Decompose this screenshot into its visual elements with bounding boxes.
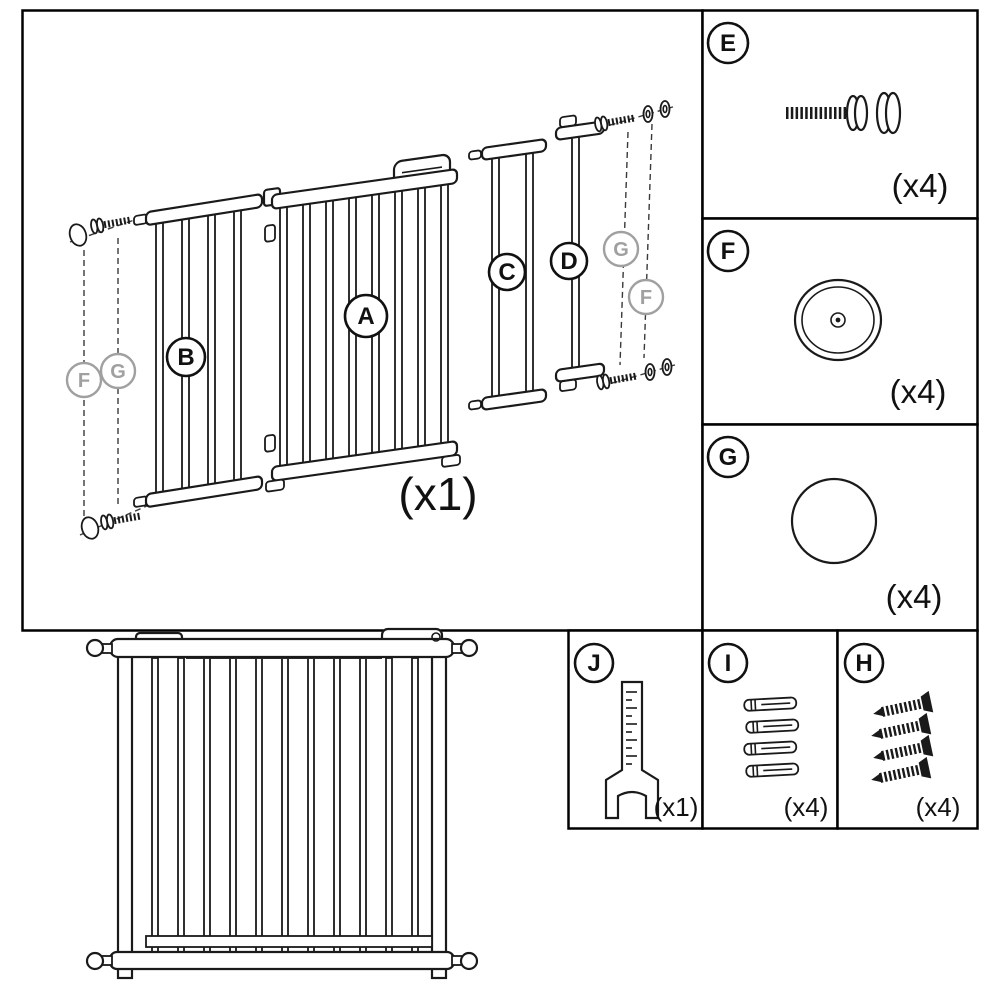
part-j-quantity: (x1) [654, 792, 699, 822]
latch-release-button [431, 632, 441, 642]
part-f-panel: F (x4) [706, 229, 947, 410]
svg-text:J: J [587, 650, 600, 677]
svg-text:E: E [720, 30, 736, 57]
washer-hole [664, 362, 670, 372]
assembly-guide-line [619, 131, 629, 366]
washer-icon [644, 363, 656, 381]
part-h-quantity: (x4) [916, 792, 961, 822]
ruler-marks [626, 691, 637, 765]
part-label-i: I [707, 642, 749, 684]
part-label-c: C [487, 252, 527, 292]
part-label-d: D [549, 241, 589, 281]
washer-icon [661, 358, 673, 376]
part-e-quantity: (x4) [892, 167, 949, 204]
pressure-bolt-icon [90, 216, 133, 235]
threaded-disc-icon [793, 278, 883, 362]
part-f-quantity: (x4) [890, 373, 947, 410]
part-g-quantity: (x4) [886, 578, 943, 615]
part-label-f: F [706, 229, 750, 273]
svg-text:F: F [640, 287, 652, 309]
pressure-cap [459, 951, 479, 971]
main-quantity: (x1) [398, 468, 477, 520]
part-h-panel: H (x4) [843, 642, 961, 822]
washer-icon [659, 100, 671, 118]
assembly-guide-line [643, 123, 653, 359]
pressure-cap [459, 638, 479, 658]
pressure-cap [85, 951, 105, 971]
pressure-cap [85, 638, 105, 658]
part-label-g-left: G [99, 352, 137, 390]
gate-frame-left [116, 644, 134, 980]
washer-hole [662, 104, 668, 114]
gate-door-bottom-rail [145, 935, 433, 948]
part-e-panel: E (x4) [706, 21, 949, 204]
part-i-panel: I (x4) [707, 642, 829, 822]
svg-text:G: G [110, 361, 126, 383]
gate-bars [151, 657, 419, 953]
gate-door-panel-a [262, 153, 461, 493]
washer-icon [642, 105, 654, 123]
wall-cup-icon [80, 516, 100, 540]
svg-text:F: F [78, 370, 90, 392]
gate-bottom-rail [108, 950, 456, 971]
svg-text:H: H [855, 650, 872, 677]
part-j-panel: J (x1) [573, 642, 699, 822]
part-i-quantity: (x4) [784, 792, 829, 822]
part-g-panel: G (x4) [706, 435, 943, 615]
part-label-b: B [165, 336, 207, 378]
part-label-f-left: F [65, 361, 103, 399]
gate-top-rail [108, 637, 456, 659]
gate-frame-right [430, 644, 448, 980]
svg-text:I: I [725, 650, 732, 677]
part-label-a: A [343, 293, 389, 339]
part-label-h: H [843, 642, 885, 684]
assembled-gate-drawing [85, 627, 479, 980]
svg-text:G: G [719, 444, 738, 471]
part-label-g-right: G [602, 230, 640, 268]
washer-hole [645, 109, 651, 119]
wall-cup-icon [790, 477, 878, 565]
svg-text:D: D [560, 248, 577, 275]
wall-cup-icon [68, 223, 88, 247]
svg-text:A: A [357, 303, 374, 330]
part-label-g: G [706, 435, 750, 479]
part-label-e: E [706, 21, 750, 65]
exploded-view: A B C D F G G F (x1) [65, 100, 679, 540]
svg-text:F: F [721, 238, 736, 265]
svg-text:C: C [498, 259, 515, 286]
part-label-f-right: F [627, 278, 665, 316]
washer-hole [647, 367, 653, 377]
svg-text:B: B [177, 344, 194, 371]
spanner-tool-icon [604, 680, 660, 820]
svg-text:G: G [613, 239, 629, 261]
pressure-bolt-icon [786, 91, 902, 135]
part-label-j: J [573, 642, 615, 684]
